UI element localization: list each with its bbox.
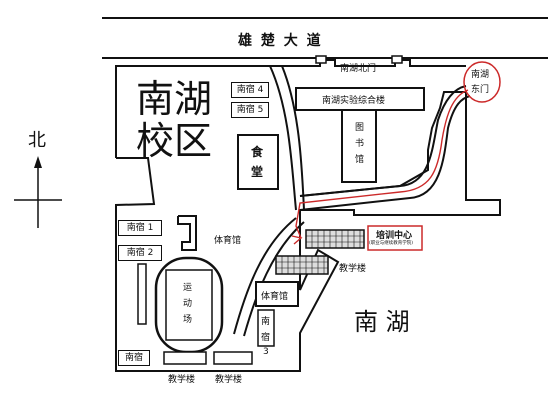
road-diag-2 [243,221,305,337]
campus-name-line2: 校区 [136,119,213,163]
track-label: 运动场 [183,283,193,325]
north-gate-label: 南湖北门 [340,64,377,74]
training-center-building [305,229,365,249]
road-name: 雄 楚 大 道 [238,33,323,49]
dorm3-label-mid: 宿 [261,333,271,343]
canteen-label: 食堂 [251,145,264,179]
training-center-subtitle: (职业与继续教育学院) [369,241,414,246]
library-label: 图书馆 [355,123,365,165]
training-center-title: 培训中心 [376,231,413,241]
compass-arrow [34,156,42,168]
teaching-bottom-1 [163,351,207,365]
east-road-1 [299,85,467,197]
gym-top-label: 体育馆 [214,236,242,246]
dorm2-label: 南宿 2 [118,245,162,261]
teaching-bottom1-label: 教学楼 [168,375,196,385]
east-gate-circle [463,61,501,103]
teaching-building-right [275,255,329,275]
teaching-grid [276,256,328,274]
east-road-2 [299,95,471,211]
dorm3-label-top: 南 [261,317,271,327]
bar-building [137,263,147,325]
teaching-bottom2-label: 教学楼 [215,375,243,385]
lab-building-label: 南湖实验综合楼 [322,96,386,106]
road-curve-1 [269,65,297,211]
dorm-bottom-label: 南宿 [118,350,150,366]
campus-boundary-left [115,157,264,372]
dorm3-label-num: 3 [263,347,269,357]
dorm1-label: 南宿 1 [118,220,162,236]
canteen-building [237,134,279,190]
dorm4-label: 南宿 4 [231,82,269,98]
road-diag-1 [233,217,297,335]
campus-name-line1: 南湖 [136,77,213,121]
library-building [341,109,377,183]
lake-name: 南 湖 [354,308,410,336]
east-gate-label-line1: 南湖 [471,70,490,80]
route-arrow [291,235,303,245]
compass-label: 北 [28,130,46,151]
training-grid [306,230,364,248]
gym-bottom-label: 体育馆 [261,292,289,302]
teaching-bottom-2 [213,351,253,365]
dorm3-building [257,309,275,347]
dorm5-label: 南宿 5 [231,102,269,118]
campus-boundary [115,59,466,158]
teaching-right-label: 教学楼 [339,264,367,274]
training-center-label-box [367,225,423,251]
north-gate-post-left [315,55,327,64]
east-gate-label-line2: 东门 [471,85,490,95]
north-gate-post-right [391,55,403,64]
gym-top-building [177,215,197,251]
campus-boundary-east [264,91,501,372]
route-to-training [295,89,469,239]
gym-bottom-building [255,281,299,307]
track-inner [165,269,213,341]
